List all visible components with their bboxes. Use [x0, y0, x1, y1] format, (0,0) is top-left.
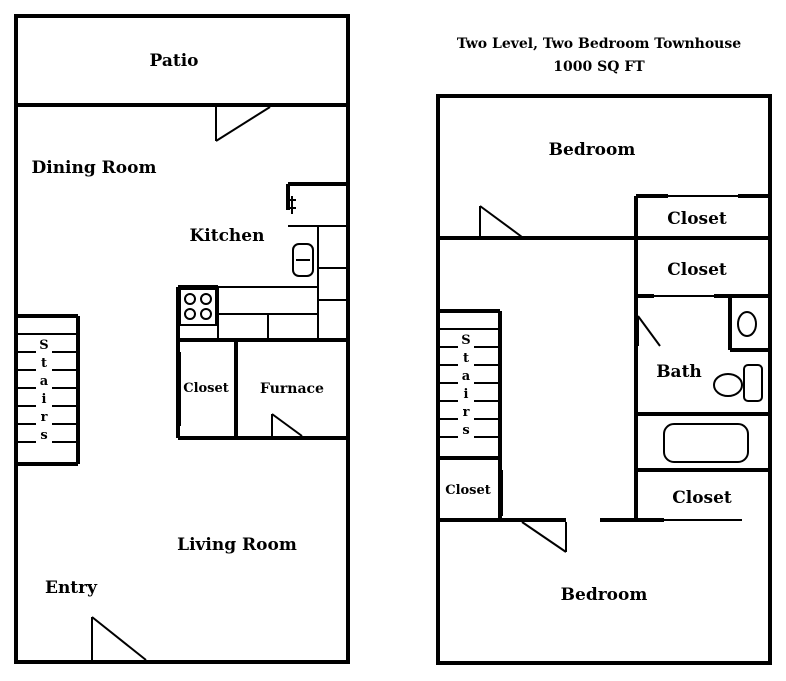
furnace-label: Furnace — [260, 381, 324, 397]
entry-label: Entry — [45, 578, 98, 598]
entry-door — [91, 616, 147, 661]
closet-2-label: Closet — [667, 260, 727, 280]
dining-room-label: Dining Room — [32, 158, 157, 178]
stairs-first-floor: S t a i r s — [16, 314, 80, 466]
bedroom-top-door — [479, 205, 523, 238]
bath-label: Bath — [656, 362, 702, 382]
patio-label: Patio — [150, 51, 199, 71]
kitchen-label: Kitchen — [190, 226, 265, 246]
closet-1-label: Closet — [667, 209, 727, 229]
bath-sink-icon — [737, 311, 757, 337]
closet-label: Closet — [183, 381, 229, 396]
toilet-icon — [713, 364, 763, 402]
stairs-letter: a — [462, 369, 471, 384]
bathtub-icon — [663, 423, 749, 463]
closet-furnace-walls — [176, 338, 348, 440]
closet-small-label: Closet — [445, 483, 491, 498]
stairs-letter: s — [462, 423, 469, 438]
stairs-letter: S — [461, 333, 470, 348]
stairs-letter: a — [40, 374, 49, 389]
stairs-letter: t — [463, 351, 469, 366]
stairs-letter: i — [42, 392, 47, 407]
second-floor-outline — [436, 94, 772, 665]
stairs-letter: r — [463, 405, 470, 420]
first-floor: S t a i r s Patio Dining Room Kitchen Cl… — [14, 14, 350, 664]
kitchen-walls — [176, 182, 348, 340]
plan-area: 1000 SQ FT — [553, 59, 645, 75]
living-room-label: Living Room — [177, 535, 297, 555]
stairs-letter: r — [41, 410, 48, 425]
stairs-letter: i — [464, 387, 469, 402]
stove-icon — [179, 288, 217, 326]
bedroom-top-label: Bedroom — [549, 140, 636, 160]
closet-3-label: Closet — [672, 488, 732, 508]
furnace-door — [271, 413, 303, 438]
bath-door — [637, 315, 661, 347]
second-floor: S t a i r s Bedroom Closet Closet Bath C… — [436, 94, 772, 665]
bedroom-bottom-door — [521, 521, 567, 553]
closet-column-walls — [634, 194, 770, 522]
stairs-letter: t — [41, 356, 47, 371]
plan-title: Two Level, Two Bedroom Townhouse — [457, 36, 741, 52]
stairs-letter: S — [39, 338, 48, 353]
fridge-icon — [288, 196, 296, 214]
stairs-letter: s — [40, 428, 47, 443]
bedroom-bottom-label: Bedroom — [561, 585, 648, 605]
stairs-second-floor: S t a i r s — [438, 309, 636, 522]
patio-door — [215, 105, 271, 142]
